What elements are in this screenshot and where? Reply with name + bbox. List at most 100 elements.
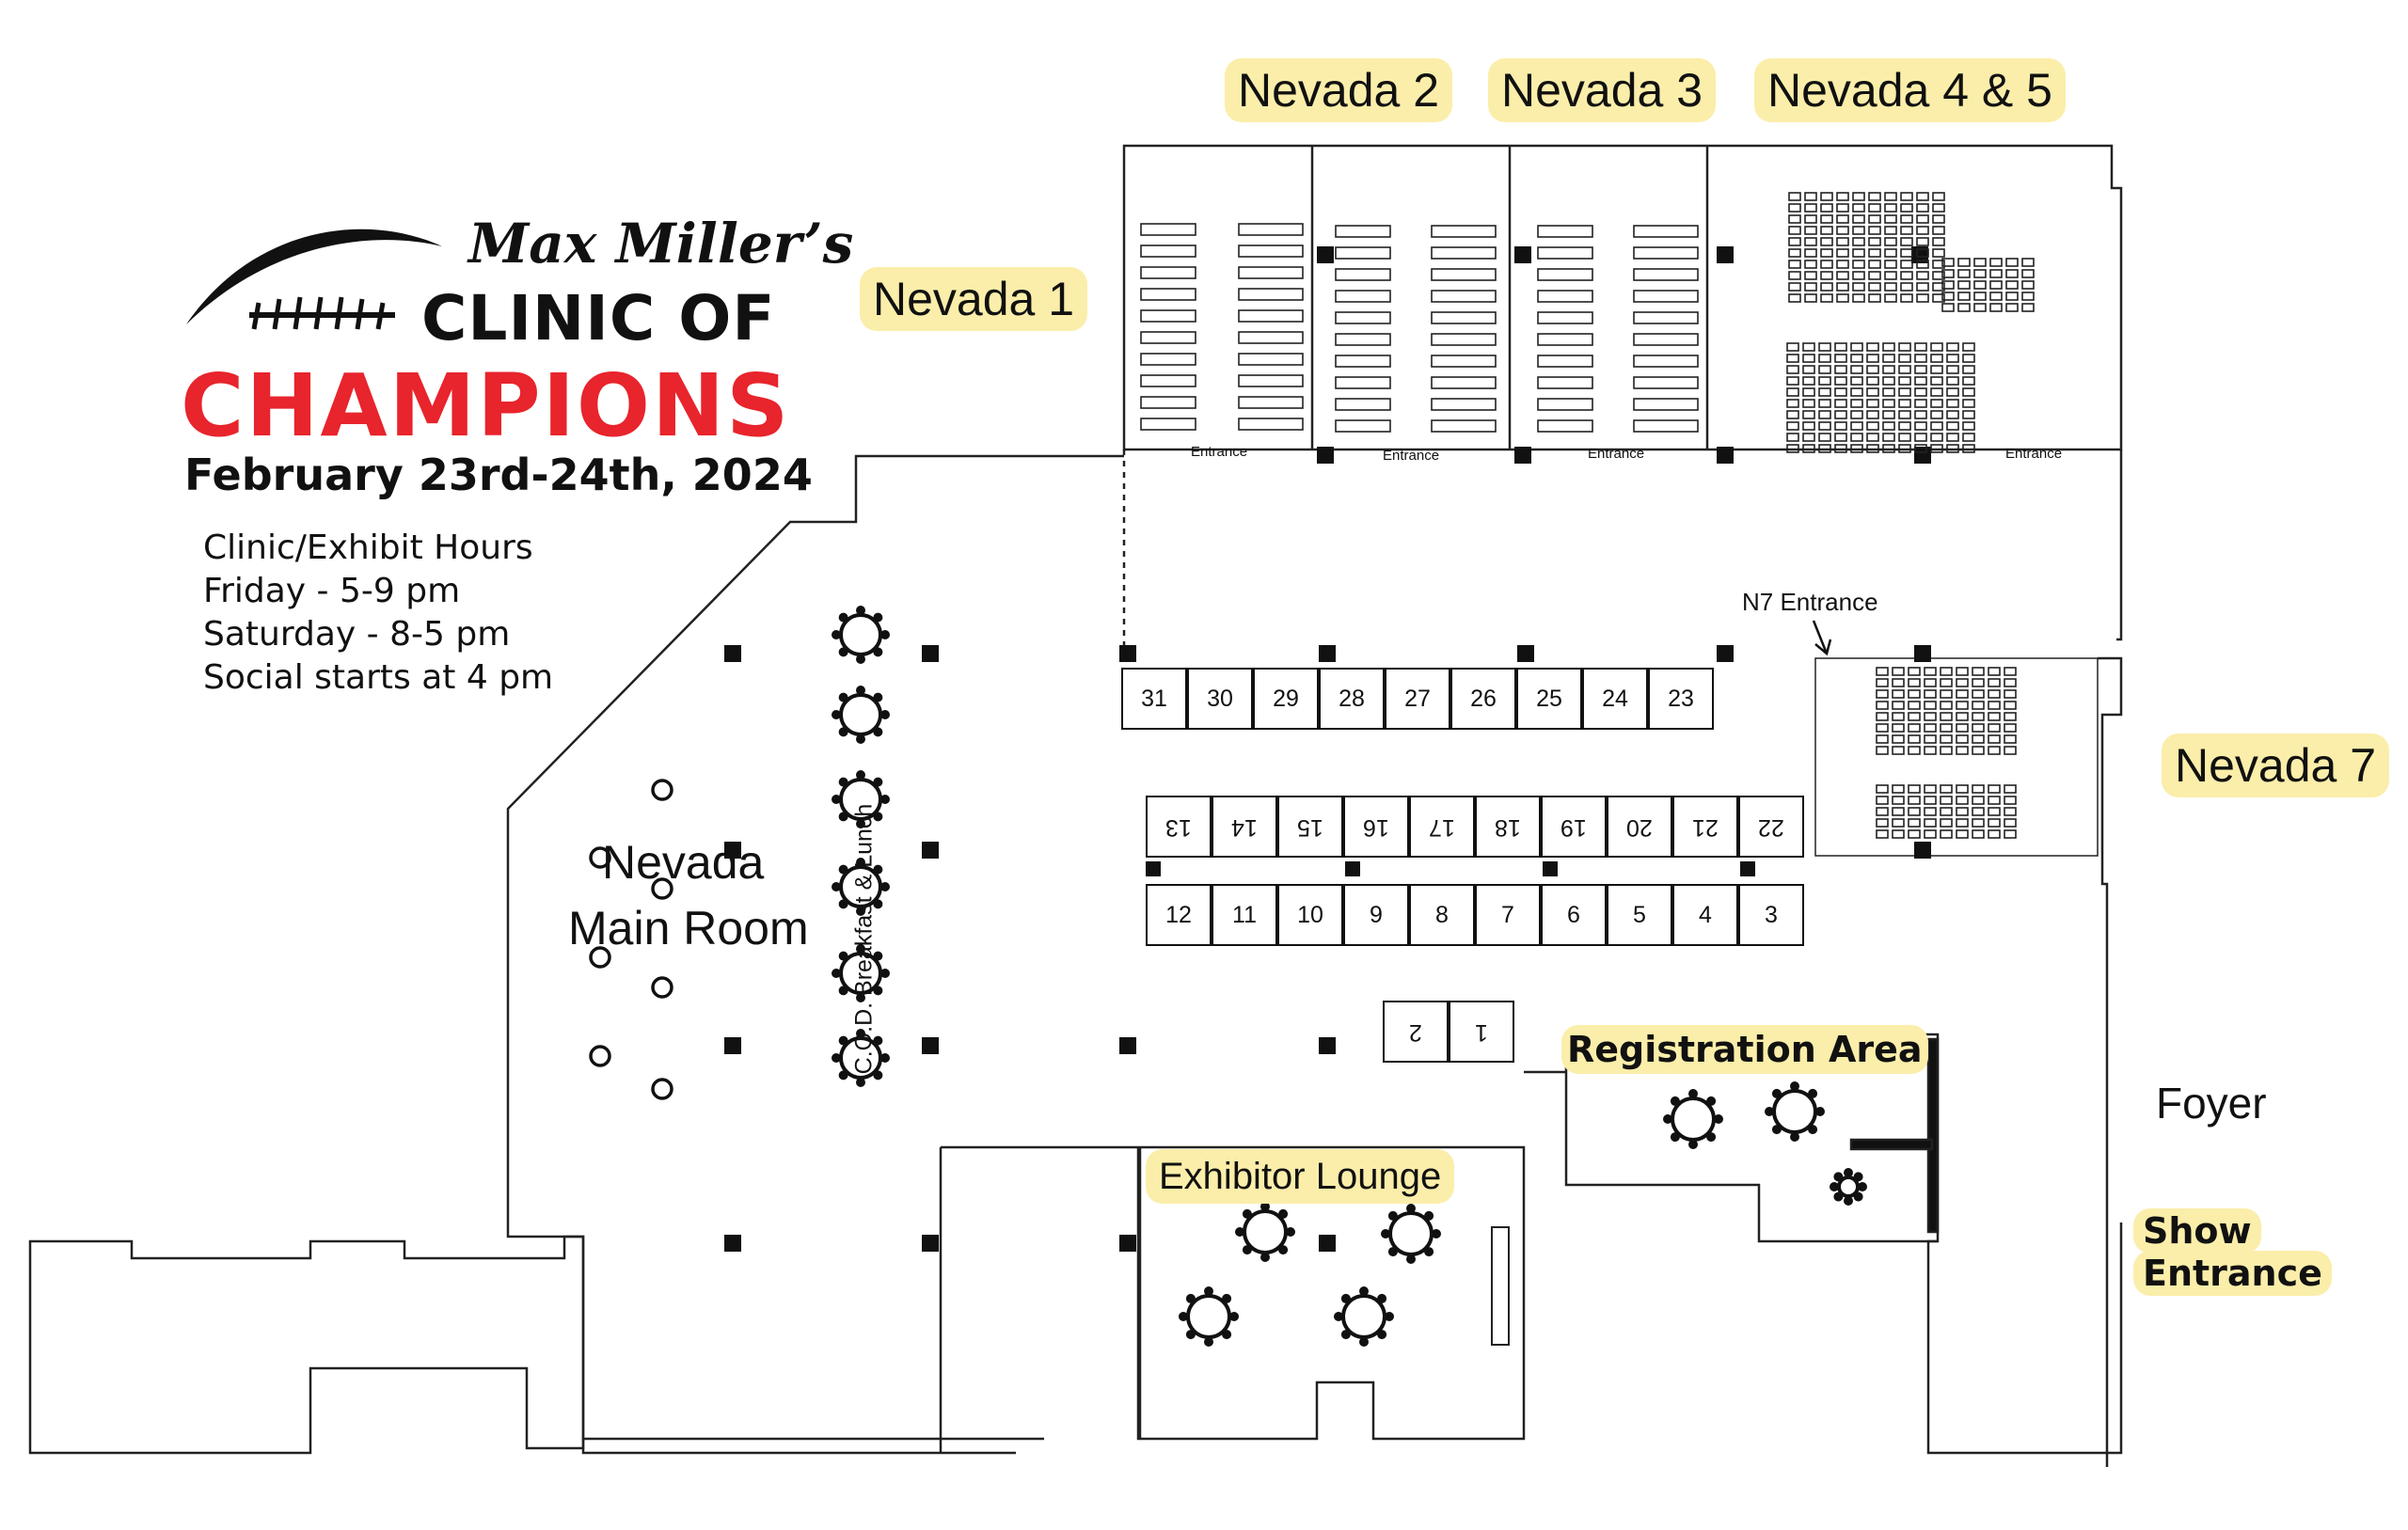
seat-row — [1802, 444, 1815, 453]
seat-row — [1914, 444, 1927, 453]
booth-11[interactable]: 11 — [1212, 884, 1277, 946]
booth-25[interactable]: 25 — [1516, 668, 1582, 730]
exhibitor-lounge-label[interactable]: Exhibitor Lounge — [1146, 1149, 1455, 1204]
seat-row — [1868, 192, 1881, 201]
booth-31[interactable]: 31 — [1121, 668, 1187, 730]
floor-plan-walls — [28, 144, 2123, 1467]
seat-row — [1802, 342, 1815, 352]
seat-row — [1431, 376, 1497, 389]
booth-number: 27 — [1404, 685, 1431, 712]
booth-16[interactable]: 16 — [1343, 796, 1409, 858]
booth-28[interactable]: 28 — [1319, 668, 1385, 730]
booth-26[interactable]: 26 — [1450, 668, 1516, 730]
seat-row — [1633, 419, 1699, 433]
registration-area-label[interactable]: Registration Area — [1561, 1025, 1928, 1074]
booth-15[interactable]: 15 — [1277, 796, 1343, 858]
booth-14[interactable]: 14 — [1212, 796, 1277, 858]
seat-row — [1914, 410, 1927, 419]
seat-row — [1818, 399, 1831, 408]
seat-row — [1884, 293, 1897, 303]
seat-row — [1892, 678, 1905, 687]
booth-20[interactable]: 20 — [1607, 796, 1672, 858]
show-entrance-label-line2[interactable]: Entrance — [2133, 1251, 2332, 1296]
booth-5[interactable]: 5 — [1607, 884, 1672, 946]
booth-number: 28 — [1339, 685, 1365, 712]
seat-row — [1788, 282, 1801, 292]
seat-row — [1956, 723, 1969, 733]
booth-12[interactable]: 12 — [1146, 884, 1212, 946]
seat-row — [1988, 734, 2001, 744]
booth-10[interactable]: 10 — [1277, 884, 1343, 946]
booth-27[interactable]: 27 — [1385, 668, 1450, 730]
seat-row — [1836, 192, 1849, 201]
seat-row — [1788, 237, 1801, 246]
seat-row — [1882, 376, 1895, 386]
booth-6[interactable]: 6 — [1541, 884, 1607, 946]
seat-row — [1818, 365, 1831, 374]
booth-30[interactable]: 30 — [1187, 668, 1253, 730]
booth-22[interactable]: 22 — [1738, 796, 1804, 858]
seat-row — [1946, 342, 1959, 352]
seat-row — [1972, 712, 1985, 721]
seat-row — [2004, 807, 2017, 816]
seat-row — [1908, 818, 1921, 828]
seat-row — [1962, 365, 1975, 374]
seat-row — [1804, 271, 1817, 280]
seat-row — [1988, 701, 2001, 710]
show-entrance-label-line1[interactable]: Show — [2133, 1208, 2261, 1254]
seat-row — [1908, 796, 1921, 805]
seat-row — [1898, 342, 1911, 352]
booth-3[interactable]: 3 — [1738, 884, 1804, 946]
seat-row — [2005, 303, 2019, 312]
seat-row — [2004, 723, 2017, 733]
room-label-nevada-7[interactable]: Nevada 7 — [2162, 733, 2390, 797]
seat-row — [1786, 342, 1799, 352]
round-table — [832, 1029, 890, 1087]
seat-row — [1946, 444, 1959, 453]
seat-row — [1898, 365, 1911, 374]
seat-row — [1882, 399, 1895, 408]
room-label-nevada-2[interactable]: Nevada 2 — [1225, 58, 1453, 122]
n7-entrance-label: N7 Entrance — [1742, 588, 1878, 616]
booth-2[interactable]: 2 — [1383, 1001, 1449, 1063]
seat-row — [1802, 387, 1815, 397]
booth-9[interactable]: 9 — [1343, 884, 1409, 946]
booth-1[interactable]: 1 — [1449, 1001, 1514, 1063]
booth-18[interactable]: 18 — [1475, 796, 1541, 858]
seat-row — [1956, 784, 1969, 794]
booth-19[interactable]: 19 — [1541, 796, 1607, 858]
seat-row — [1836, 226, 1849, 235]
booth-21[interactable]: 21 — [1672, 796, 1738, 858]
booth-29[interactable]: 29 — [1253, 668, 1319, 730]
booth-8[interactable]: 8 — [1409, 884, 1475, 946]
seat-row — [1989, 303, 2003, 312]
seat-row — [1876, 784, 1889, 794]
booth-7[interactable]: 7 — [1475, 884, 1541, 946]
booth-24[interactable]: 24 — [1582, 668, 1648, 730]
seat-row — [1852, 260, 1865, 269]
booth-13[interactable]: 13 — [1146, 796, 1212, 858]
room-label-nevada-1[interactable]: Nevada 1 — [860, 267, 1088, 331]
room-label-nevada-4-5[interactable]: Nevada 4 & 5 — [1754, 58, 2066, 122]
booth-23[interactable]: 23 — [1648, 668, 1714, 730]
seat-row — [1956, 701, 1969, 710]
seat-row — [1820, 192, 1833, 201]
seat-row — [1802, 399, 1815, 408]
seat-row — [1972, 689, 1985, 699]
seat-row — [1932, 203, 1945, 213]
seat-row — [1930, 444, 1943, 453]
seat-row — [1946, 410, 1959, 419]
room-label-nevada-3[interactable]: Nevada 3 — [1488, 58, 1717, 122]
seat-row — [1884, 282, 1897, 292]
booth-number: 25 — [1536, 685, 1562, 712]
booth-17[interactable]: 17 — [1409, 796, 1475, 858]
seat-row — [1537, 268, 1593, 281]
seat-row — [1972, 746, 1985, 755]
seat-row — [1940, 807, 1953, 816]
seat-row — [1914, 365, 1927, 374]
seat-row — [1914, 387, 1927, 397]
main-room-label-line2: Main Room — [568, 902, 809, 954]
booth-4[interactable]: 4 — [1672, 884, 1738, 946]
seat-row — [1924, 796, 1937, 805]
